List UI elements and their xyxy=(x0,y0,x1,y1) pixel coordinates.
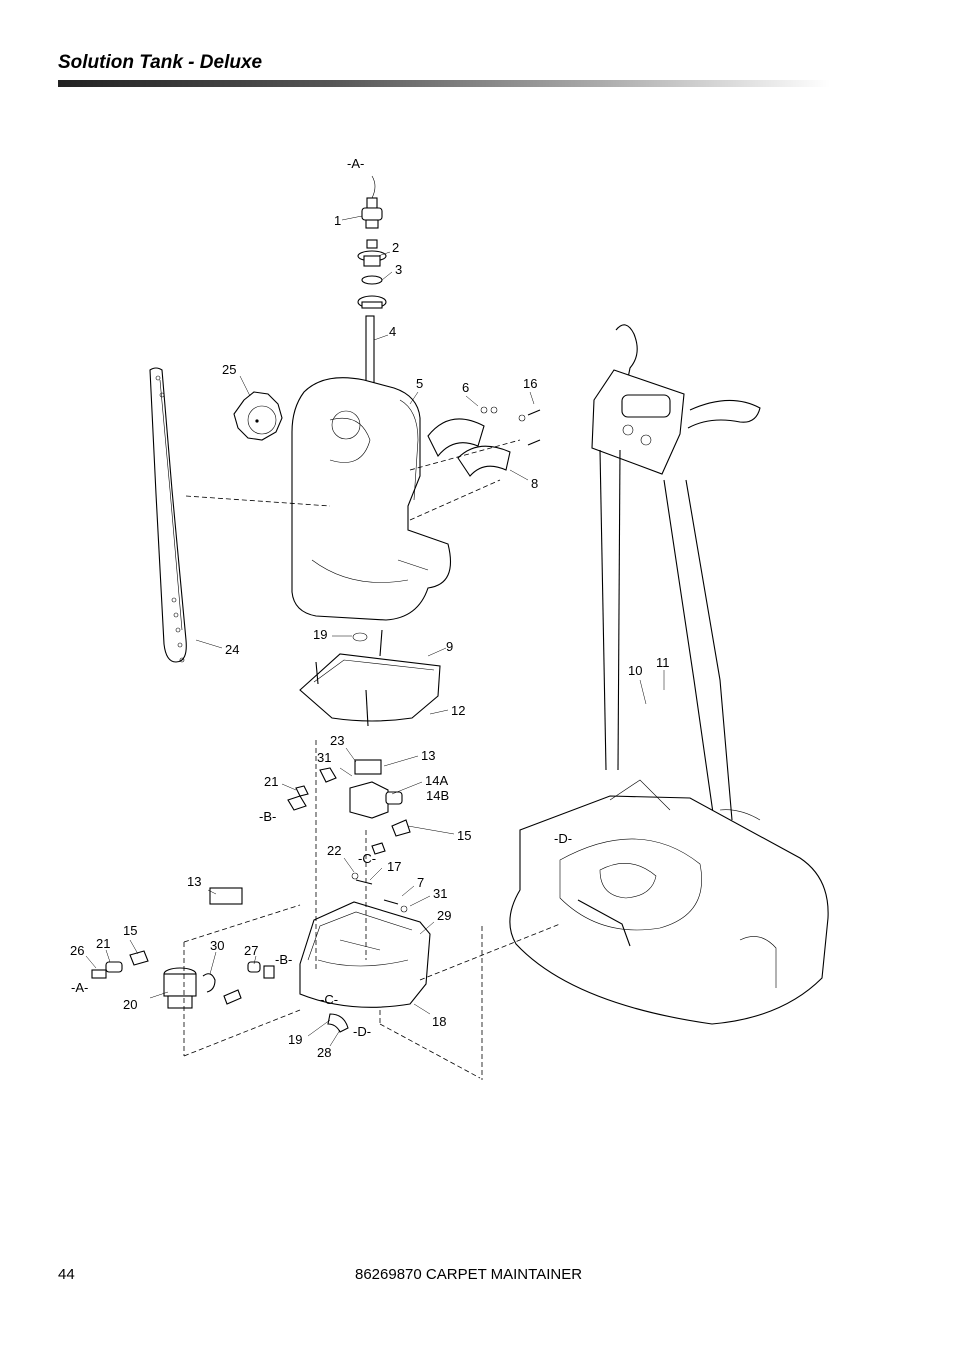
callout-4: 4 xyxy=(389,324,396,339)
callout-18: 18 xyxy=(432,1014,446,1029)
callout-14a: 14A xyxy=(425,773,448,788)
callout-9: 9 xyxy=(446,639,453,654)
callout-14b: 14B xyxy=(426,788,449,803)
page-number: 44 xyxy=(58,1266,75,1283)
callout-23: 23 xyxy=(330,733,344,748)
callout-11: 11 xyxy=(656,655,670,670)
ref-c-upper: -C- xyxy=(358,851,376,866)
small-fittings xyxy=(209,842,408,913)
callout-2: 2 xyxy=(392,240,399,255)
callout-12: 12 xyxy=(451,703,465,718)
callout-30: 30 xyxy=(210,938,224,953)
callout-21-upper: 21 xyxy=(264,774,278,789)
callout-17: 17 xyxy=(387,859,401,874)
ref-d-lower: -D- xyxy=(353,1024,371,1039)
callout-24: 24 xyxy=(225,642,239,657)
tray-plate xyxy=(299,629,441,727)
ref-b-upper: -B- xyxy=(259,809,276,824)
callout-1: 1 xyxy=(334,213,341,228)
callout-5: 5 xyxy=(416,376,423,391)
leader-lines xyxy=(85,215,665,1047)
callout-25: 25 xyxy=(222,362,236,377)
pump-assembly xyxy=(287,759,411,837)
callout-19-upper: 19 xyxy=(313,627,327,642)
ref-a-top: -A- xyxy=(347,156,364,171)
tank-brackets xyxy=(427,406,541,477)
callout-20: 20 xyxy=(123,997,137,1012)
callout-6: 6 xyxy=(462,380,469,395)
lower-tray xyxy=(299,901,431,1008)
machine-body xyxy=(509,324,829,1025)
callout-31-lower: 31 xyxy=(433,886,447,901)
callout-13-upper: 13 xyxy=(421,748,435,763)
page-title: Solution Tank - Deluxe xyxy=(58,52,263,73)
strap xyxy=(149,367,187,663)
callout-28: 28 xyxy=(317,1045,331,1060)
callout-26: 26 xyxy=(70,943,84,958)
filter-assembly xyxy=(91,950,275,1009)
callout-21-lower: 21 xyxy=(96,936,110,951)
title-rule xyxy=(58,80,830,87)
fitting-stack xyxy=(357,175,387,399)
ref-b-lower: -B- xyxy=(275,952,292,967)
ref-c-lower: -C- xyxy=(320,992,338,1007)
callout-labels: 1 2 3 4 5 6 16 8 25 24 19 9 12 23 31 13 … xyxy=(70,156,670,1060)
callout-22: 22 xyxy=(327,843,341,858)
callout-7: 7 xyxy=(417,875,424,890)
document-title: 86269870 CARPET MAINTAINER xyxy=(355,1266,583,1283)
callout-31-upper: 31 xyxy=(317,750,331,765)
callout-13-lower: 13 xyxy=(187,874,201,889)
tank-cap xyxy=(233,391,283,441)
callout-19-lower: 19 xyxy=(288,1032,302,1047)
callout-15-upper: 15 xyxy=(457,828,471,843)
callout-8: 8 xyxy=(531,476,538,491)
callout-29: 29 xyxy=(437,908,451,923)
alignment-lines xyxy=(183,439,561,1080)
callout-3: 3 xyxy=(395,262,402,277)
ref-d-machine: -D- xyxy=(554,831,572,846)
callout-10: 10 xyxy=(628,663,642,678)
hose-elbow xyxy=(327,1013,349,1033)
solution-tank xyxy=(291,377,452,621)
ref-a-left: -A- xyxy=(71,980,88,995)
callout-15-lower: 15 xyxy=(123,923,137,938)
callout-27: 27 xyxy=(244,943,258,958)
callout-16: 16 xyxy=(523,376,537,391)
